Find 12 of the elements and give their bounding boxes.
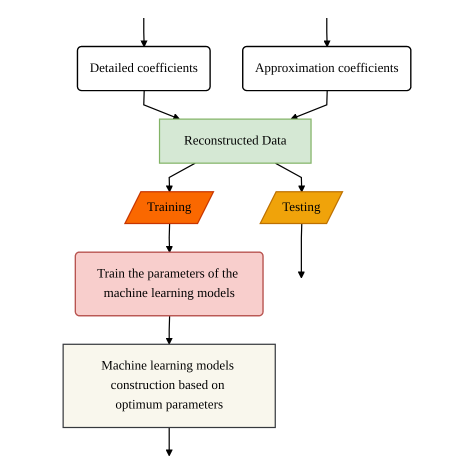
- arrow: [143, 90, 180, 120]
- arrow: [166, 316, 173, 345]
- arrow: [140, 18, 148, 48]
- arrow: [166, 162, 196, 192]
- arrow: [166, 224, 174, 253]
- arrow: [275, 162, 306, 192]
- arrow: [298, 224, 305, 279]
- node-box: Reconstructed Data: [158, 118, 312, 164]
- arrow: [166, 428, 173, 456]
- arrow: [290, 90, 328, 120]
- node-box: Machine learning models construction based on optimum parameters: [62, 344, 276, 428]
- arrow: [323, 18, 331, 48]
